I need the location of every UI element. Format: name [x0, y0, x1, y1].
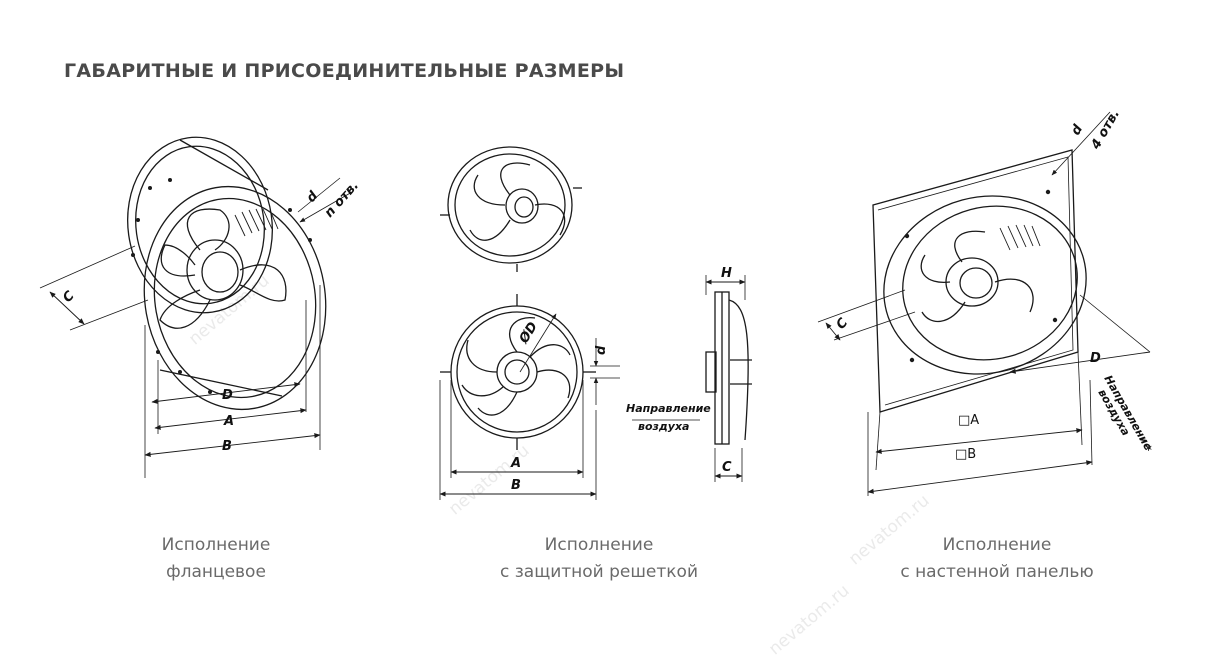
caption-flanged: Исполнение фланцевое [56, 532, 376, 586]
caption-line: Исполнение [942, 535, 1052, 555]
airflow-label-2: воздуха [638, 420, 689, 433]
dim-c-label: C [722, 460, 732, 475]
fan-grille-drawing [439, 146, 752, 500]
dim-h-label: H [721, 266, 732, 281]
caption-grille: Исполнение с защитной решеткой [439, 532, 759, 586]
dim-a-label: A [510, 456, 521, 471]
caption-line: Исполнение [161, 535, 271, 555]
dim-a-label: A [223, 414, 234, 429]
caption-line: с настенной панелью [900, 562, 1094, 582]
caption-line: фланцевое [166, 562, 266, 582]
caption-wall-panel: Исполнение с настенной панелью [837, 532, 1157, 586]
dim-a-label: □A [958, 413, 979, 428]
hole-count-label: n отв. [322, 178, 362, 220]
dim-d-label: D [1090, 351, 1101, 366]
dim-c-label: C [834, 315, 852, 332]
dim-d-label: D [222, 388, 233, 403]
footnote-mark: * [1145, 443, 1152, 459]
dim-b-label: □B [955, 447, 976, 462]
dim-b-label: B [511, 478, 521, 493]
caption-line: с защитной решеткой [499, 562, 699, 582]
dim-b-label: B [222, 439, 232, 454]
airflow-label: Направление [626, 402, 711, 415]
dim-c-label: C [60, 288, 78, 306]
hole-d-label: d [304, 188, 322, 205]
fan-flanged-drawing [39, 136, 353, 478]
fan-wall-panel-drawing [817, 111, 1151, 496]
hole-d-label: d [1068, 122, 1086, 138]
page-title: ГАБАРИТНЫЕ И ПРИСОЕДИНИТЕЛЬНЫЕ РАЗМЕРЫ [64, 60, 625, 82]
hole-d-label: d [594, 345, 609, 355]
caption-line: Исполнение [544, 535, 654, 555]
dim-diameter-label: ØD [516, 319, 541, 346]
